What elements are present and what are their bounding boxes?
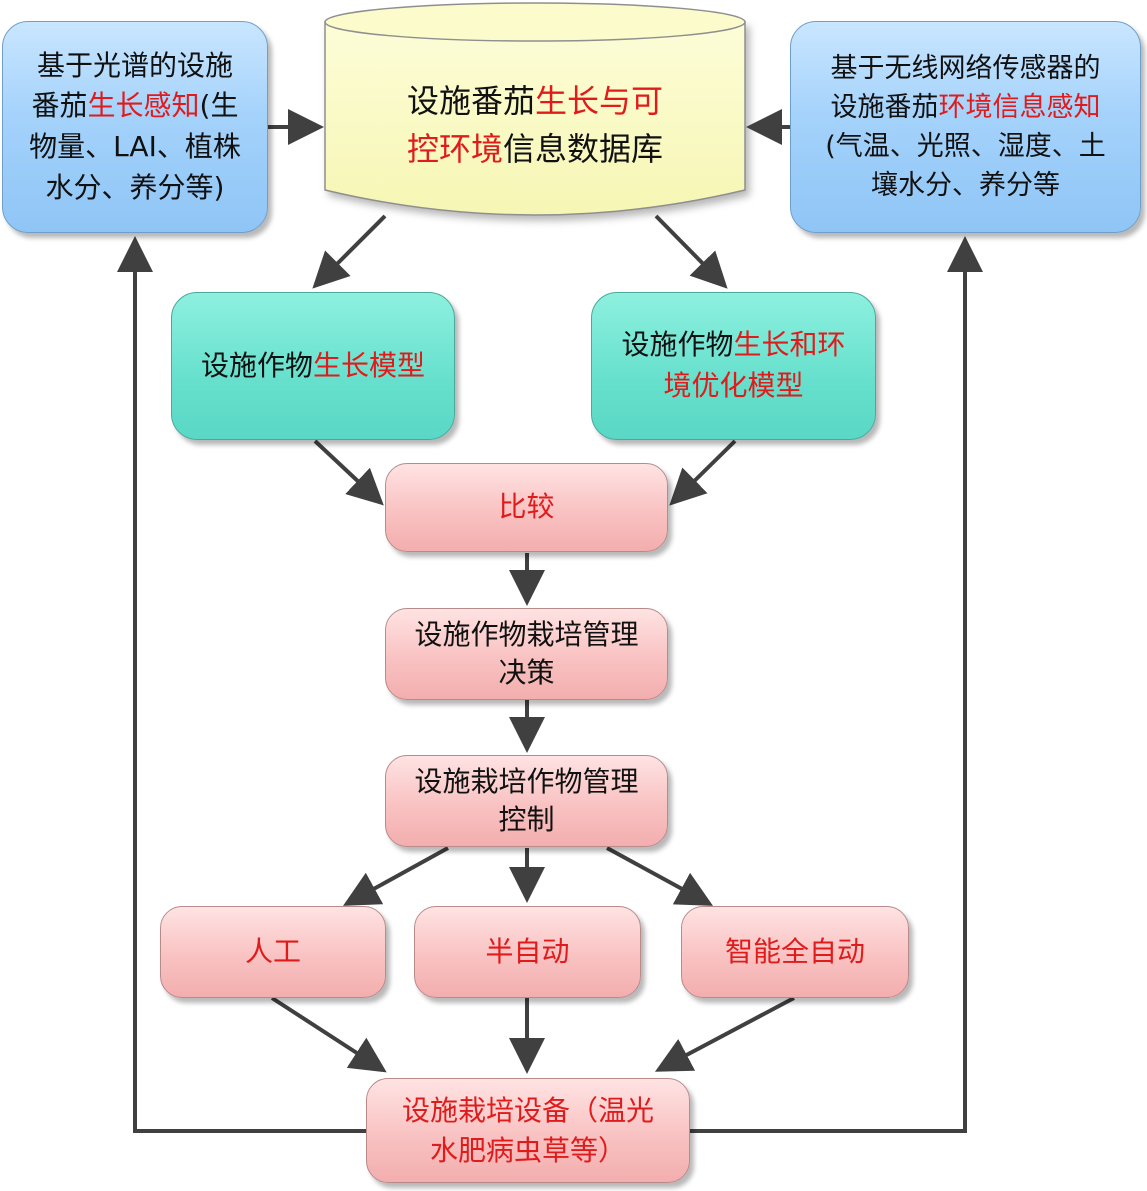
optimization-model-line2-red: 境优化模型: [663, 369, 804, 402]
wireless-sensing-line2-red: 环境信息感知: [938, 91, 1101, 123]
optimization-model-line1-red: 生长和环: [733, 328, 846, 362]
control-node: 设施栽培作物管理 控制: [385, 755, 668, 847]
arrow-growth-model-to-compare: [313, 439, 384, 506]
spectral-sensing-line2-red: 生长感知: [87, 89, 200, 123]
equipment-line1: 设施栽培设备（温光: [401, 1094, 654, 1128]
wireless-sensing-line4: 壤水分、养分等: [870, 170, 1060, 202]
control-line2: 控制: [498, 803, 555, 836]
semi-auto-node: 半自动: [414, 906, 641, 998]
database-label-line1-black: 设施番茄: [406, 82, 535, 120]
optimization-model-node: 设施作物生长和环 境优化模型: [591, 292, 876, 440]
growth-model-label-black: 设施作物: [200, 348, 313, 382]
spectral-sensing-line1: 基于光谱的设施: [36, 48, 233, 82]
smart-auto-label: 智能全自动: [724, 934, 865, 968]
equipment-line2: 水肥病虫草等）: [429, 1133, 626, 1167]
wireless-sensing-line1: 基于无线网络传感器的: [830, 52, 1101, 84]
feedback-loop-left: [117, 236, 366, 1133]
arrow-control-to-manual: [342, 846, 449, 906]
compare-node: 比较: [385, 463, 668, 552]
arrow-database-to-optimization-model: [654, 214, 728, 289]
control-line1: 设施栽培作物管理: [414, 765, 639, 799]
arrow-control-to-smart-auto: [606, 846, 714, 906]
spectral-sensing-node: 基于光谱的设施 番茄生长感知(生 物量、LAI、植株 水分、养分等): [2, 21, 268, 233]
spectral-sensing-line4: 水分、养分等): [45, 170, 225, 204]
arrow-optimization-model-to-compare: [669, 439, 737, 506]
database-cylinder: [324, 2, 746, 216]
spectral-sensing-line2-tail: (生: [199, 89, 239, 123]
wireless-sensing-line2-black: 设施番茄: [830, 91, 939, 123]
decision-node: 设施作物栽培管理 决策: [385, 608, 668, 700]
manual-node: 人工: [160, 906, 386, 998]
spectral-sensing-line2-black: 番茄: [31, 89, 88, 123]
arrow-smart-auto-to-equipment: [654, 996, 795, 1072]
manual-label: 人工: [244, 934, 301, 968]
arrow-manual-to-equipment: [270, 996, 387, 1073]
database-label-line2-red: 控环境: [406, 130, 503, 168]
smart-auto-node: 智能全自动: [681, 906, 909, 998]
growth-model-node: 设施作物生长模型: [171, 292, 455, 440]
decision-line1: 设施作物栽培管理: [414, 618, 639, 652]
wireless-sensing-node: 基于无线网络传感器的 设施番茄环境信息感知 (气温、光照、湿度、土 壤水分、养分…: [790, 21, 1141, 233]
wireless-sensing-line3: (气温、光照、湿度、土: [825, 131, 1106, 162]
database-label-line1-red: 生长与可: [535, 82, 664, 120]
spectral-sensing-line3: 物量、LAI、植株: [29, 130, 241, 163]
growth-model-label-red: 生长模型: [313, 348, 426, 382]
compare-label: 比较: [498, 490, 555, 524]
equipment-node: 设施栽培设备（温光 水肥病虫草等）: [366, 1078, 690, 1183]
decision-line2: 决策: [498, 656, 555, 689]
arrow-database-to-growth-model: [312, 214, 387, 289]
semi-auto-label: 半自动: [485, 934, 570, 968]
feedback-loop-right: [690, 236, 983, 1133]
database-label-line2-black: 信息数据库: [503, 130, 664, 168]
database-node: 设施番茄生长与可 控环境信息数据库: [330, 70, 740, 180]
optimization-model-line1-black: 设施作物: [621, 328, 734, 362]
